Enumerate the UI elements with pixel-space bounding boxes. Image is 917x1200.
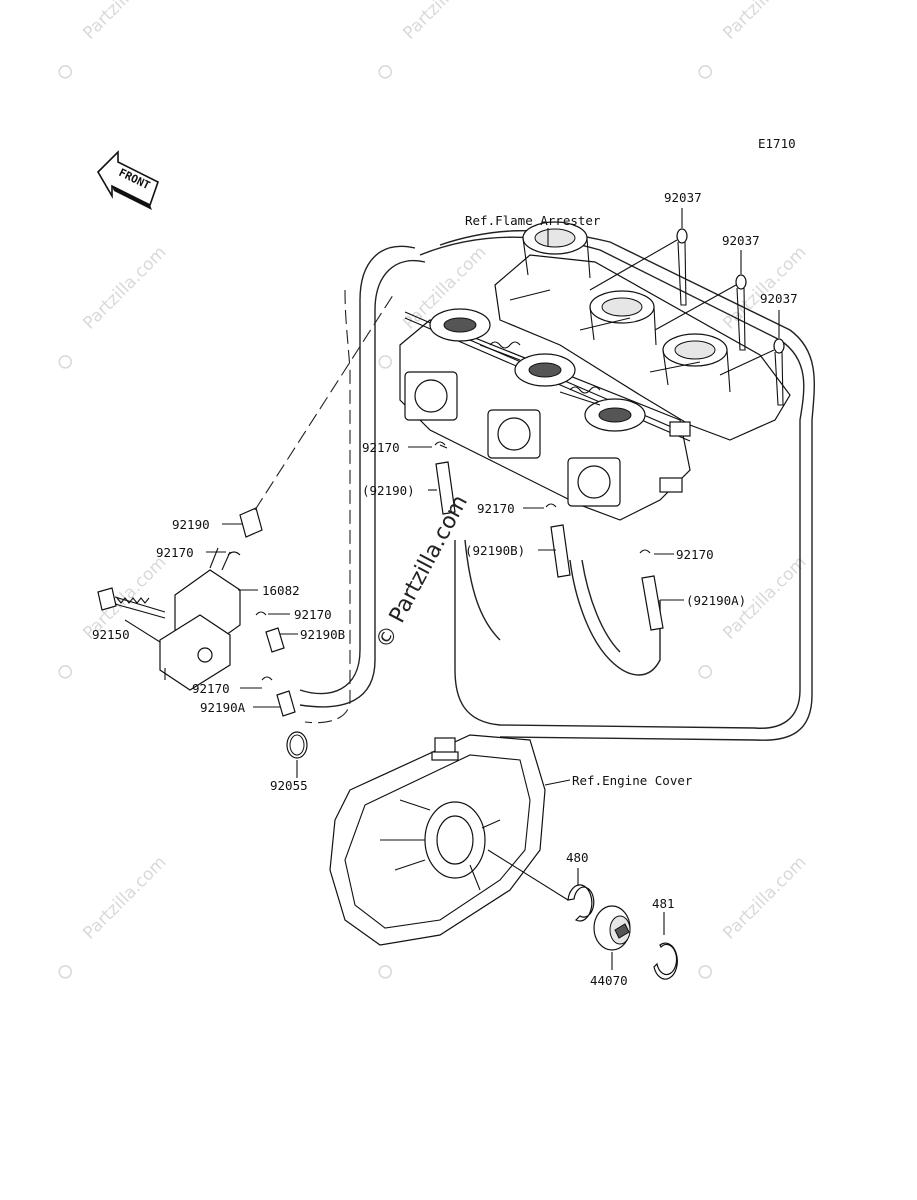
- label-92190b: 92190B: [300, 627, 345, 642]
- watermark-text: Partzilla.com: [79, 0, 170, 44]
- label-ref-engine-cover: Ref.Engine Cover: [572, 773, 693, 788]
- diagram-code: E1710: [758, 136, 796, 151]
- label-92190a-paren: (92190A): [686, 593, 746, 608]
- watermark-text: Partzilla.com: [719, 0, 810, 44]
- label-92037-c: 92037: [760, 291, 798, 306]
- label-92170-right: 92170: [676, 547, 714, 562]
- label-16082: 16082: [262, 583, 300, 598]
- clamp-bands: [589, 228, 785, 406]
- label-92190-left: 92190: [172, 517, 210, 532]
- watermark-text: Partzilla.com: [399, 0, 490, 44]
- hose-routing: [299, 229, 815, 741]
- label-92150: 92150: [92, 627, 130, 642]
- label-480: 480: [566, 850, 589, 865]
- label-92170-mid: 92170: [477, 501, 515, 516]
- label-92055: 92055: [270, 778, 308, 793]
- label-44070: 44070: [590, 973, 628, 988]
- carburetor-assembly: [399, 308, 691, 521]
- label-92037-b: 92037: [722, 233, 760, 248]
- leader-lines: [124, 208, 780, 970]
- label-92170-l2: 92170: [294, 607, 332, 622]
- engine-cover: [329, 734, 571, 946]
- label-92190a: 92190A: [200, 700, 246, 715]
- bearing-assembly: [487, 849, 678, 980]
- label-92170-left: 92170: [156, 545, 194, 560]
- valve-assembly: [97, 547, 241, 691]
- label-92190b-paren: (92190B): [465, 543, 525, 558]
- label-92037-a: 92037: [664, 190, 702, 205]
- label-92190-paren: (92190): [362, 483, 415, 498]
- label-92170-l3: 92170: [192, 681, 230, 696]
- callout-labels: 92037 92037 92037 Ref.Flame Arrester 921…: [92, 190, 798, 988]
- flame-arrester: [494, 221, 791, 441]
- watermark-text: Partzilla.com: [79, 852, 170, 943]
- watermark-text: Partzilla.com: [719, 852, 810, 943]
- label-481: 481: [652, 896, 675, 911]
- front-arrow-icon: FRONT: [96, 150, 159, 210]
- label-92170-top: 92170: [362, 440, 400, 455]
- watermark-text: Partzilla.com: [719, 242, 810, 333]
- watermark-text: Partzilla.com: [79, 242, 170, 333]
- hoses-and-clips: [227, 291, 664, 717]
- label-ref-flame-arrester: Ref.Flame Arrester: [465, 213, 601, 228]
- center-watermark: © Partzilla.com: [371, 491, 473, 653]
